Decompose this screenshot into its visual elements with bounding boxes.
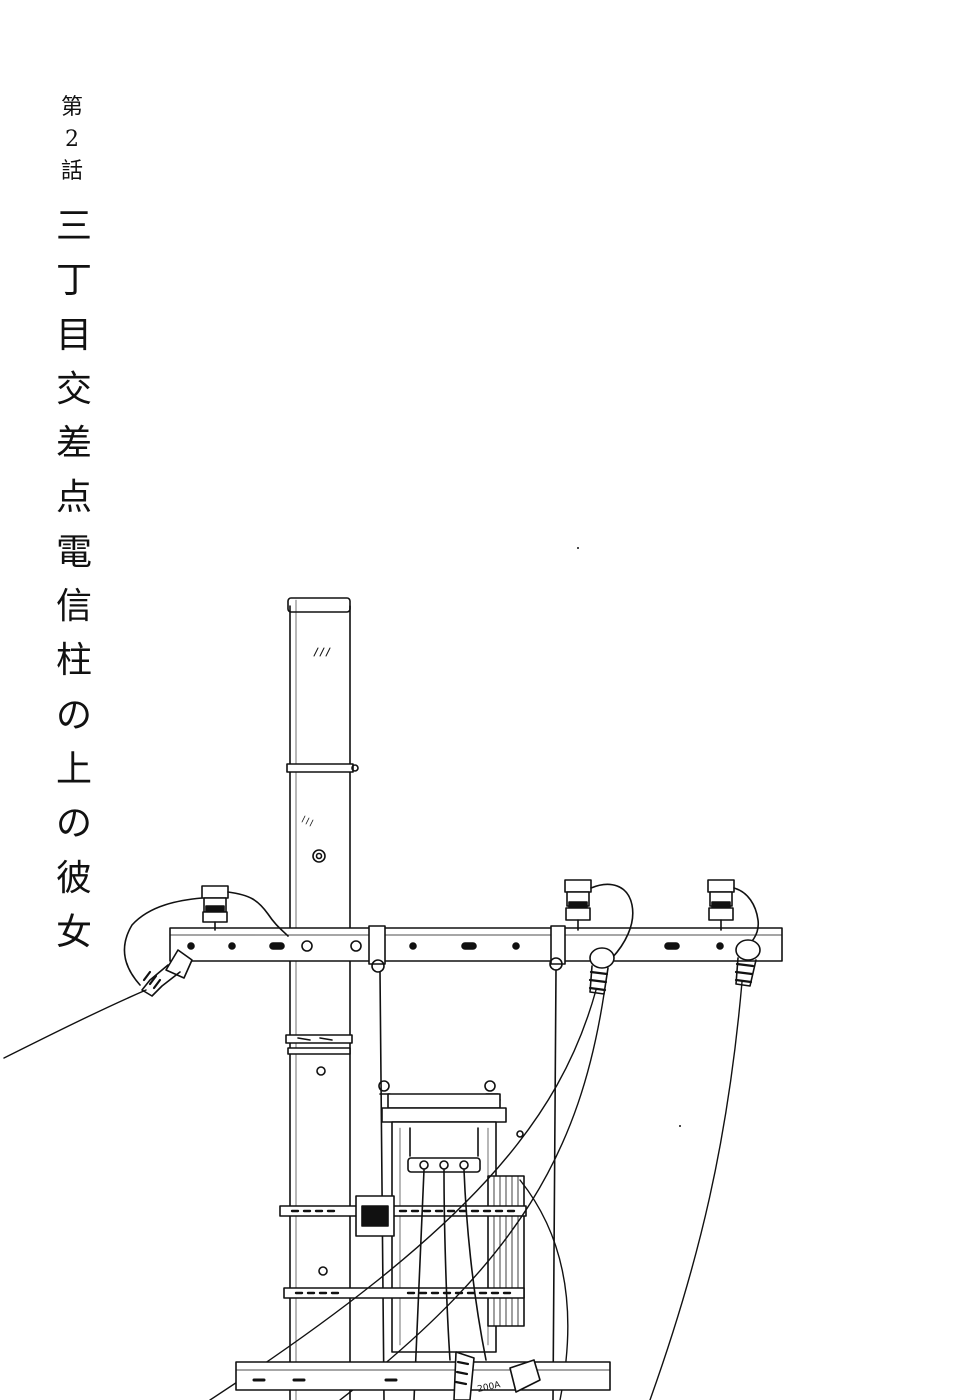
fitting-left <box>141 949 193 997</box>
title-char: の <box>55 694 92 736</box>
chapter-number: 第 2 話 <box>54 92 90 188</box>
pole-clamps <box>285 1034 353 1055</box>
title-char: 女 <box>55 911 92 953</box>
title-char: 点 <box>55 477 92 519</box>
title-char: 柱 <box>55 640 92 682</box>
insulator-right <box>707 879 760 951</box>
cross-arm <box>169 925 783 973</box>
insulator-middle <box>564 879 634 959</box>
title-char: 信 <box>55 586 92 628</box>
title-char: 上 <box>55 748 92 790</box>
chapter-label-char: 2 <box>65 127 79 152</box>
pole <box>286 597 359 1400</box>
transformer-label: 200A <box>477 1380 503 1395</box>
power-lines <box>3 981 743 1400</box>
chapter-label-char: 第 <box>60 95 83 120</box>
title-char: 目 <box>55 314 92 356</box>
title-char: 彼 <box>55 857 92 899</box>
title-char: の <box>55 803 92 845</box>
transformer <box>279 1080 527 1353</box>
fitting-right <box>734 939 761 987</box>
title-char: 差 <box>55 423 92 465</box>
chapter-title: 三 丁 目 交 差 点 電 信 柱 の 上 の 彼 女 <box>50 200 98 960</box>
support-rod <box>552 969 557 1400</box>
chapter-label-char: 話 <box>60 159 83 184</box>
title-char: 電 <box>55 531 92 573</box>
lower-cross-arm <box>235 1351 611 1400</box>
insulator-left <box>123 885 289 986</box>
support-rod <box>379 971 385 1400</box>
title-char: 交 <box>55 368 92 410</box>
title-char: 丁 <box>55 260 92 302</box>
fitting-middle <box>588 947 615 995</box>
title-char: 三 <box>55 206 92 247</box>
